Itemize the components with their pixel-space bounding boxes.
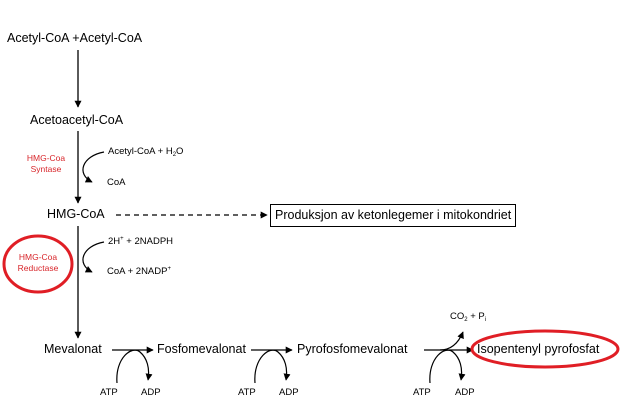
reductase-cofactor-in: 2H+ + 2NADPH [108, 236, 174, 247]
reductase-cofactor-curve [82, 241, 105, 273]
acetyl-coa-pair-label: Acetyl-CoA +Acetyl-CoA [7, 31, 143, 45]
co2-subscript: 2 [464, 317, 468, 323]
adp-label-step1: ADP [141, 387, 161, 398]
reductase-out-text: CoA + 2NADP [107, 266, 168, 277]
reductase-line-1: HMG-Coa [18, 252, 58, 262]
atp-adp-loop-step1 [116, 349, 153, 384]
atp-label-step1: ATP [100, 387, 118, 398]
hmg-coa-reductase-label: HMG-Coa Reductase [12, 252, 64, 273]
reductase-line-2: Reductase [17, 262, 59, 273]
atp-adp-loop-step3 [429, 349, 466, 384]
water-subscript: 2 [172, 152, 177, 158]
nadp-charge: + [167, 266, 171, 272]
reductase-in-nadph: + 2NADPH [123, 236, 174, 247]
reductase-in-proton: 2H [108, 236, 121, 247]
synthase-cofactor-in-text: Acetyl-CoA + H [108, 146, 173, 157]
atp-label-step2: ATP [238, 387, 256, 398]
pyrofosfomevalonat-label: Pyrofosfomevalonat [297, 342, 408, 356]
reductase-cofactor-out: CoA + 2NADP+ [107, 266, 171, 277]
adp-label-step2: ADP [279, 387, 299, 398]
isopentenyl-pyrofosfat-label: Isopentenyl pyrofosfat [477, 342, 600, 356]
atp-label-step3: ATP [413, 387, 431, 398]
fosfomevalonat-label: Fosfomevalonat [157, 342, 246, 356]
adp-label-step3: ADP [455, 387, 475, 398]
water-tail: O [176, 146, 184, 157]
proton-charge: + [120, 236, 124, 242]
ipp-highlight-ring [470, 329, 620, 369]
pi-subscript: i [484, 317, 487, 323]
synthase-line-1: HMG-Coa [26, 153, 66, 163]
hmg-coa-label: HMG-CoA [47, 207, 105, 221]
reductase-highlight-ring [2, 234, 74, 294]
pi-text: + P [467, 311, 485, 322]
synthase-cofactor-in: Acetyl-CoA + H2O [108, 146, 184, 158]
synthase-cofactor-out: CoA [107, 177, 126, 188]
co2-pi-label: CO2 + Pi [450, 311, 487, 323]
hmg-coa-synthase-label: HMG-Coa Syntase [22, 153, 70, 174]
co2-text: CO [450, 311, 465, 322]
co2-pi-release-curve [439, 331, 464, 351]
ketone-production-box: Produksjon av ketonlegemer i mitokondrie… [270, 204, 517, 227]
atp-adp-loop-step2 [254, 349, 291, 384]
acetoacetyl-coa-label: Acetoacetyl-CoA [30, 113, 124, 127]
synthase-cofactor-curve [82, 151, 105, 183]
ketone-production-label: Produksjon av ketonlegemer i mitokondrie… [275, 208, 512, 222]
synthase-line-2: Syntase [30, 163, 62, 174]
mevalonat-label: Mevalonat [44, 342, 102, 356]
